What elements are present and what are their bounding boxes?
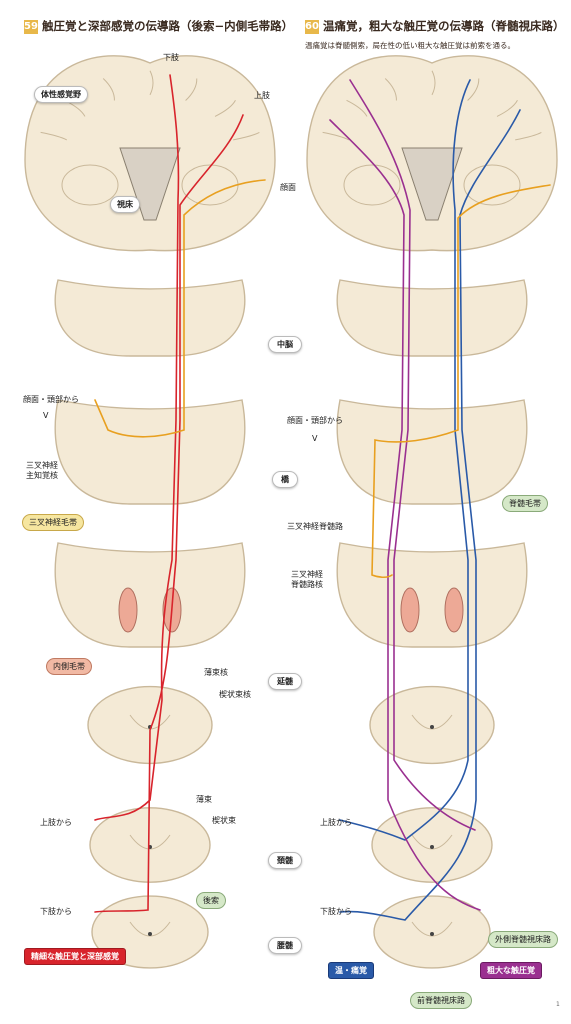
- tag-medial-lemniscus: 内側毛帯: [46, 658, 92, 675]
- right-brain-sulcus: [384, 78, 397, 101]
- legend-crude-touch: 粗大な触圧覚: [480, 962, 542, 979]
- right-orange-trigeminal-path: [371, 184, 551, 579]
- right-cervical-cord-section-central-canal: [430, 845, 434, 849]
- tag-thalamus: 視床: [110, 196, 140, 213]
- left-medullary-pyramid-left: [118, 587, 138, 633]
- right-purple-lower-limb-path: [329, 119, 481, 911]
- right-brain-sulcus: [322, 131, 350, 141]
- label-gracile-nucleus: 薄束核: [204, 668, 228, 677]
- left-upper-medulla-section: [54, 542, 246, 648]
- right-brain-sulcus: [467, 78, 480, 101]
- label-right-upper-limb-from: 上肢から: [320, 818, 352, 827]
- tag-somatosensory-area: 体性感覚野: [34, 86, 88, 103]
- right-pons-section: [336, 399, 528, 505]
- legend-pain-temperature: 温・痛覚: [328, 962, 374, 979]
- right-upper-medulla-section: [336, 542, 528, 648]
- right-purple-upper-limb-path: [349, 79, 476, 831]
- tag-posterior-column: 後索: [196, 892, 226, 909]
- right-brain-sulcus: [431, 70, 436, 96]
- right-thalamus-left: [343, 164, 401, 206]
- right-header-title: 温痛覚，粗大な触圧覚の伝導路（脊髄視床路）: [323, 19, 565, 33]
- level-lumbar: 腰髄: [268, 937, 302, 954]
- label-cuneate-fasciculus: 楔状束: [212, 816, 236, 825]
- right-header-number: 60: [305, 20, 319, 34]
- label-upper-limb-top: 上肢: [254, 91, 270, 100]
- label-spinal-trigeminal-tract: 三叉神経脊髄路: [287, 522, 343, 531]
- label-lower-limb-top: 下肢: [163, 53, 179, 62]
- label-right-trigeminal-v: V: [312, 434, 318, 443]
- legend-fine-touch: 精細な触圧覚と深部感覚: [24, 948, 126, 965]
- left-red-upper-limb-path: [94, 74, 180, 821]
- tag-anterior-spinothalamic: 前脊髄視床路: [410, 992, 472, 1009]
- left-red-lower-limb-path: [94, 114, 244, 913]
- right-thalamus-right: [463, 164, 521, 206]
- level-medulla: 延髄: [268, 673, 302, 690]
- level-cervical: 頚髄: [268, 852, 302, 869]
- label-spinal-trigeminal-nucleus: 三叉神経 脊髄路核: [291, 570, 323, 589]
- label-left-upper-limb-from: 上肢から: [40, 818, 72, 827]
- label-left-lower-limb-from: 下肢から: [40, 907, 72, 916]
- left-orange-trigeminal-path: [94, 179, 266, 438]
- right-brain-sulcus: [496, 100, 518, 117]
- left-header-number: 59: [24, 20, 38, 34]
- label-trigeminal-main-nucleus: 三叉神経 主知覚核: [26, 461, 58, 480]
- tag-lateral-spinothalamic: 外側脊髄視床路: [488, 931, 558, 948]
- left-brain-sulcus: [40, 131, 68, 141]
- right-midbrain-section: [336, 279, 528, 357]
- label-gracile-fasciculus: 薄束: [196, 795, 212, 804]
- right-brain-sulcus: [515, 131, 542, 141]
- page-mark: 1: [556, 1001, 560, 1008]
- left-brain-sulcus: [149, 70, 154, 96]
- right-ventricle: [401, 147, 463, 221]
- left-thalamus-left: [61, 164, 119, 206]
- label-cuneate-nucleus: 楔状束核: [219, 690, 251, 699]
- left-midbrain-section: [54, 279, 246, 357]
- right-header: 60 温痛覚，粗大な触圧覚の伝導路（脊髄視床路）: [305, 18, 565, 34]
- right-medullary-pyramid-right: [444, 587, 464, 633]
- left-ventricle: [119, 147, 181, 221]
- label-right-lower-limb-from: 下肢から: [320, 907, 352, 916]
- right-subtitle: 温痛覚は脊髄側索，局在性の低い粗大な触圧覚は前索を通る。: [305, 41, 515, 50]
- left-pons-section: [54, 399, 246, 505]
- left-brain-sulcus: [233, 131, 260, 141]
- left-header: 59 触圧覚と深部感覚の伝導路（後索−内側毛帯路）: [24, 18, 293, 34]
- right-lumbar-cord-section-central-canal: [430, 932, 434, 936]
- label-left-trigeminal-v: V: [43, 411, 49, 420]
- level-pons: 橋: [272, 471, 298, 488]
- left-brain-sulcus: [185, 78, 198, 101]
- right-medullary-pyramid-left: [400, 587, 420, 633]
- level-midbrain: 中脳: [268, 336, 302, 353]
- left-brain-sulcus: [102, 78, 115, 101]
- label-face-level: 顔面: [280, 183, 296, 192]
- right-blue-lower-limb-path: [339, 109, 521, 921]
- right-blue-upper-limb-path: [339, 79, 471, 841]
- left-brain-sulcus: [214, 100, 236, 117]
- right-brain-sulcus: [346, 99, 368, 117]
- tag-spinal-lemniscus: 脊髄毛帯: [502, 495, 548, 512]
- left-header-title: 触圧覚と深部感覚の伝導路（後索−内側毛帯路）: [42, 19, 294, 33]
- tag-trigeminal-lemniscus: 三叉神経毛帯: [22, 514, 84, 531]
- right-lower-medulla-section-central-canal: [430, 725, 434, 729]
- left-lumbar-cord-section-central-canal: [148, 932, 152, 936]
- label-right-face-head-from: 顔面・頭部から: [287, 416, 343, 425]
- label-left-face-head-from: 顔面・頭部から: [23, 395, 79, 404]
